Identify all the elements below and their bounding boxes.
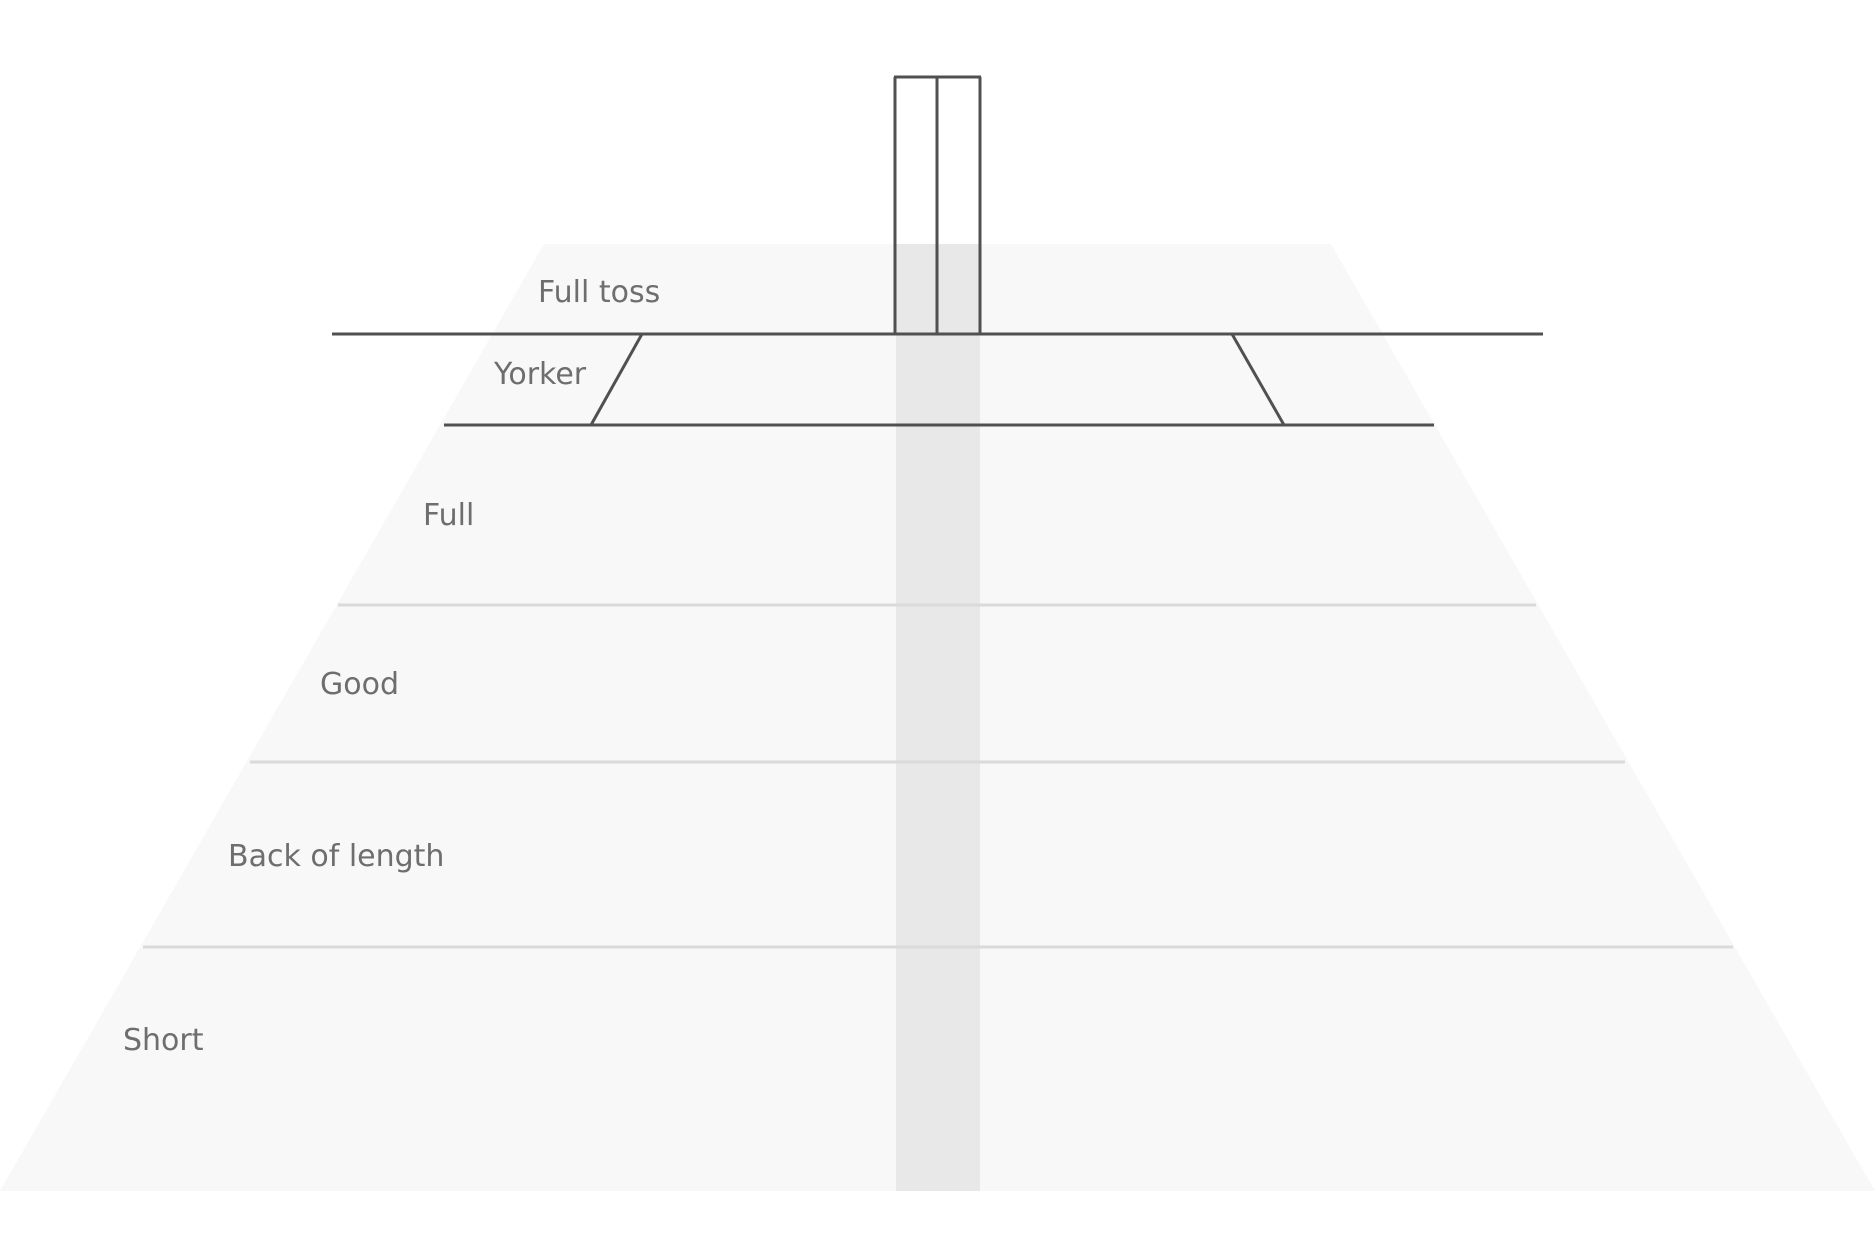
return-crease-right [1230, 333, 1286, 426]
return-crease-left [589, 333, 644, 426]
stumps-icon [893, 75, 982, 334]
zone-label-full-toss: Full toss [538, 275, 660, 310]
zone-label-yorker: Yorker [493, 357, 587, 392]
zone-label-short: Short [123, 1023, 204, 1058]
zone-label-good: Good [320, 667, 399, 702]
zone-label-back-of-length: Back of length [228, 839, 444, 874]
stump-corridor [896, 244, 980, 1191]
zone-label-full: Full [423, 498, 474, 533]
